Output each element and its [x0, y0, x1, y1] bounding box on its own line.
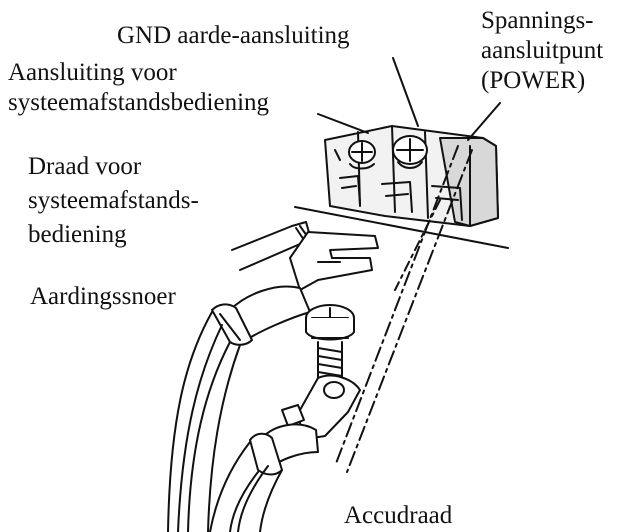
label-remote-terminal: Aansluiting voor systeemafstandsbedienin… — [8, 59, 270, 116]
label-gnd-terminal: GND aarde-aansluiting — [117, 22, 350, 49]
screw-heads — [348, 135, 428, 170]
terminal-screw — [305, 304, 355, 379]
ground-wire — [167, 231, 379, 532]
label-battery-wire: Accudraad — [344, 502, 453, 529]
label-ground-wire: Aardingssnoer — [30, 283, 176, 310]
label-power-terminal: Spannings- aansluitpunt (POWER) — [481, 7, 604, 94]
battery-wire — [209, 374, 361, 532]
label-remote-wire: Draad voor systeemafstands- bediening — [28, 153, 199, 248]
